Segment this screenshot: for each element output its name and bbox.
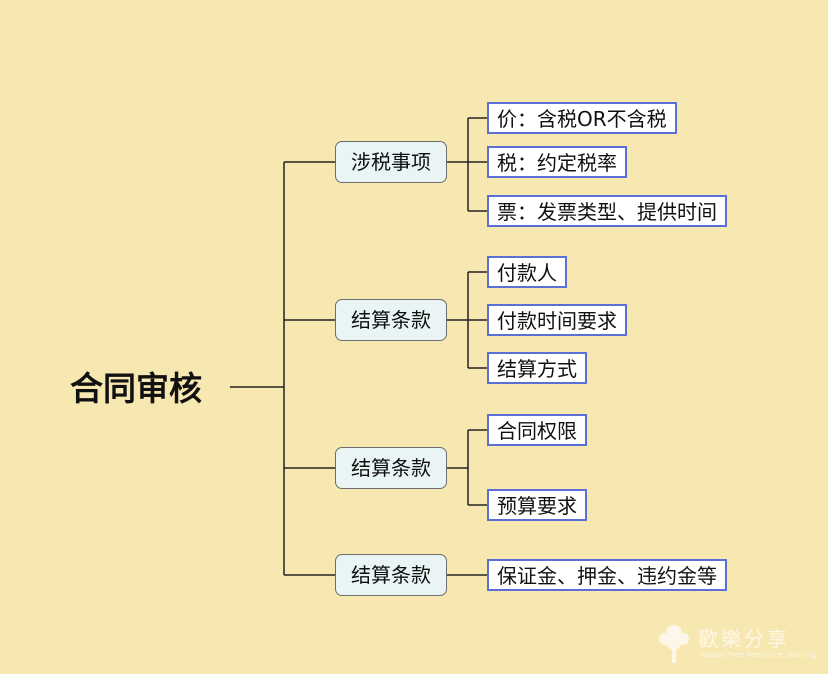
watermark-title: 歡樂分享 [698,627,790,651]
leaf-invoice: 票：发票类型、提供时间 [487,195,727,227]
watermark-subtitle: Happy Tree Resource Sharing [700,651,817,659]
leaf-payer: 付款人 [487,256,567,288]
leaf-contract-authority: 合同权限 [487,414,587,446]
branch-settlement-terms-3: 结算条款 [335,554,447,596]
branch-tax-matters: 涉税事项 [335,141,447,183]
leaf-budget-requirement: 预算要求 [487,489,587,521]
leaf-price: 价：含税OR不含税 [487,102,677,134]
branch-settlement-terms-1: 结算条款 [335,299,447,341]
leaf-payment-time: 付款时间要求 [487,304,627,336]
watermark: 歡樂分享 Happy Tree Resource Sharing [654,621,822,667]
branch-settlement-terms-2: 结算条款 [335,447,447,489]
tree-logo-icon [659,625,689,663]
leaf-settlement-method: 结算方式 [487,352,587,384]
root-topic: 合同审核 [70,369,202,408]
leaf-tax-rate: 税：约定税率 [487,146,627,178]
leaf-deposits: 保证金、押金、违约金等 [487,559,727,591]
